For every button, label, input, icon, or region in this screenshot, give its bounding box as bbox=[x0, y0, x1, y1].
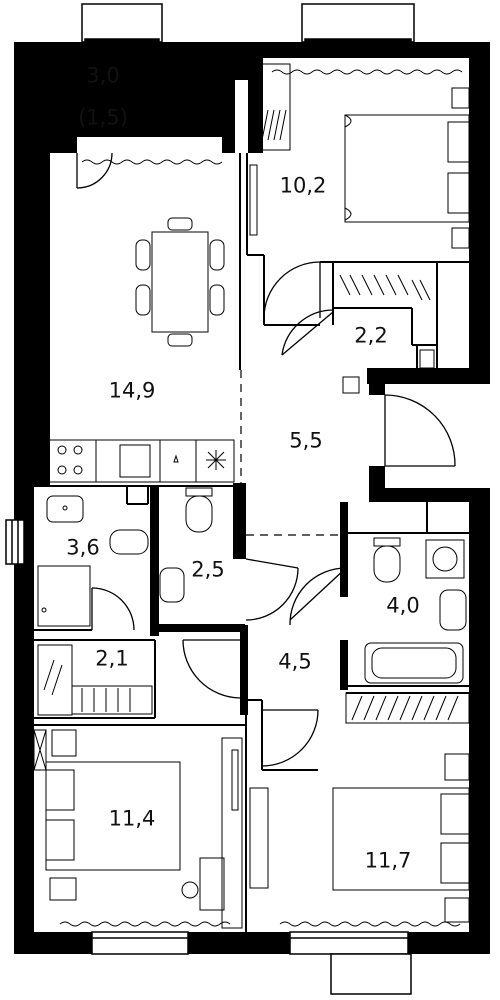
room-area-bedroom-br: 11,7 bbox=[364, 848, 412, 873]
room-area-living-kitchen: 14,9 bbox=[108, 378, 156, 403]
windows bbox=[5, 3, 415, 995]
room-area-hall-top: 5,5 bbox=[289, 428, 323, 453]
thick-wall-segments bbox=[150, 486, 348, 715]
room-area-hall-bottom: 4,5 bbox=[278, 649, 312, 674]
room-area-balcony-secondary: (1,5) bbox=[78, 105, 128, 130]
furniture bbox=[33, 60, 470, 929]
room-area-wc: 2,5 bbox=[191, 557, 225, 582]
room-area-closet-left: 2,1 bbox=[95, 646, 129, 671]
room-area-bath-right: 4,0 bbox=[386, 593, 420, 618]
room-area-bath-left: 3,6 bbox=[66, 535, 100, 560]
zone-lines bbox=[154, 370, 340, 718]
room-area-bedroom-bl: 11,4 bbox=[108, 806, 156, 831]
room-area-closet-top: 2,2 bbox=[354, 323, 388, 348]
room-area-bedroom-top: 10,2 bbox=[279, 173, 327, 198]
doors bbox=[76, 152, 456, 767]
room-area-balcony: 3,0 bbox=[86, 63, 120, 88]
outer-walls bbox=[14, 42, 490, 954]
